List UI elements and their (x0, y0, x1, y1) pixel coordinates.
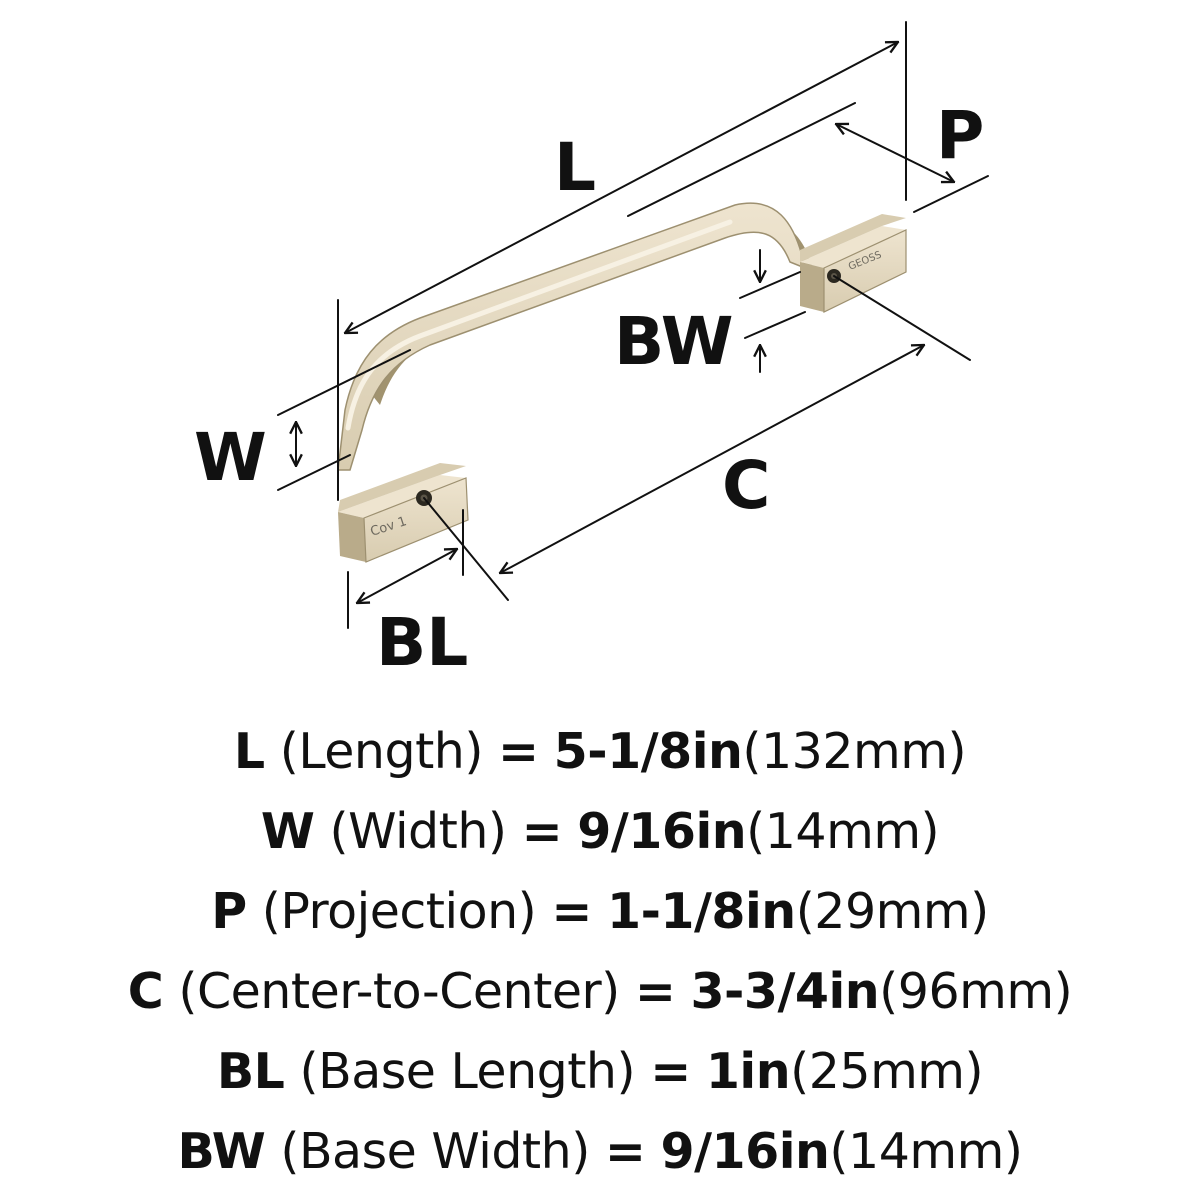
spec-metric: (14mm) (829, 1123, 1023, 1180)
spec-imperial: 9/16in (660, 1123, 830, 1180)
spec-abbr: P (211, 883, 247, 940)
spec-metric: (14mm) (746, 803, 940, 860)
spec-name: (Base Length) (299, 1043, 636, 1100)
spec-equals: = (551, 883, 592, 940)
dimension-label-bl: BL (376, 604, 468, 681)
extension-line-bw-bottom (744, 311, 806, 339)
spec-name: (Length) (279, 723, 484, 780)
dimension-label-w: W (194, 419, 267, 496)
spec-equals: = (521, 803, 563, 860)
extension-line-bw-top (739, 271, 801, 299)
spec-row-length: L (Length) = 5-1/8in(132mm) (233, 712, 967, 792)
spec-abbr: C (127, 963, 164, 1020)
spec-imperial: 1in (705, 1043, 791, 1100)
spec-row-base-width: BW (Base Width) = 9/16in(14mm) (178, 1112, 1023, 1192)
left-base: Cov 1 (338, 463, 469, 563)
spec-equals: = (604, 1123, 646, 1180)
spec-abbr: W (260, 803, 315, 860)
spec-row-base-length: BL (Base Length) = 1in(25mm) (216, 1032, 984, 1112)
right-base: GEOSS (800, 214, 907, 313)
dimension-arrow-l (345, 42, 898, 333)
dimension-lines (277, 21, 989, 629)
spec-equals: = (634, 963, 676, 1020)
dimension-label-bw: BW (614, 303, 734, 380)
spec-name: (Center-to-Center) (178, 963, 620, 1020)
spec-imperial: 5-1/8in (553, 723, 743, 780)
center-line-right (833, 275, 971, 361)
extension-line-w-bottom (277, 454, 351, 491)
dimension-label-l: L (554, 129, 596, 206)
dimension-label-c: C (722, 447, 770, 524)
handle-bar (337, 202, 807, 471)
dimension-label-p: P (936, 97, 984, 174)
spec-row-projection: P (Projection) = 1-1/8in(29mm) (211, 872, 989, 952)
dimension-arrow-p (836, 124, 954, 182)
spec-metric: (25mm) (790, 1043, 984, 1100)
spec-name: (Projection) (261, 883, 537, 940)
spec-equals: = (650, 1043, 691, 1100)
specification-list: L (Length) = 5-1/8in(132mm) W (Width) = … (0, 712, 1200, 1192)
spec-metric: (29mm) (795, 883, 990, 940)
reference-line-top (627, 102, 856, 217)
spec-imperial: 3-3/4in (690, 963, 880, 1020)
spec-metric: (96mm) (879, 963, 1073, 1020)
dimension-arrow-bl (357, 549, 457, 603)
extension-line-w-top (277, 349, 411, 416)
spec-abbr: BW (177, 1123, 266, 1180)
spec-abbr: BL (216, 1043, 285, 1100)
spec-row-center-to-center: C (Center-to-Center) = 3-3/4in(96mm) (127, 952, 1073, 1032)
handle-highlight (345, 219, 733, 431)
dimension-arrow-c (500, 345, 924, 573)
dimension-diagram: Cov 1 GEOSS (194, 21, 989, 681)
extension-line-p (913, 175, 989, 213)
spec-metric: (132mm) (742, 723, 967, 780)
spec-name: (Base Width) (280, 1123, 590, 1180)
center-line-left (423, 497, 509, 601)
spec-row-width: W (Width) = 9/16in(14mm) (260, 792, 940, 872)
spec-imperial: 1-1/8in (606, 883, 796, 940)
spec-equals: = (498, 723, 539, 780)
spec-abbr: L (233, 723, 265, 780)
spec-imperial: 9/16in (577, 803, 747, 860)
spec-name: (Width) (329, 803, 507, 860)
